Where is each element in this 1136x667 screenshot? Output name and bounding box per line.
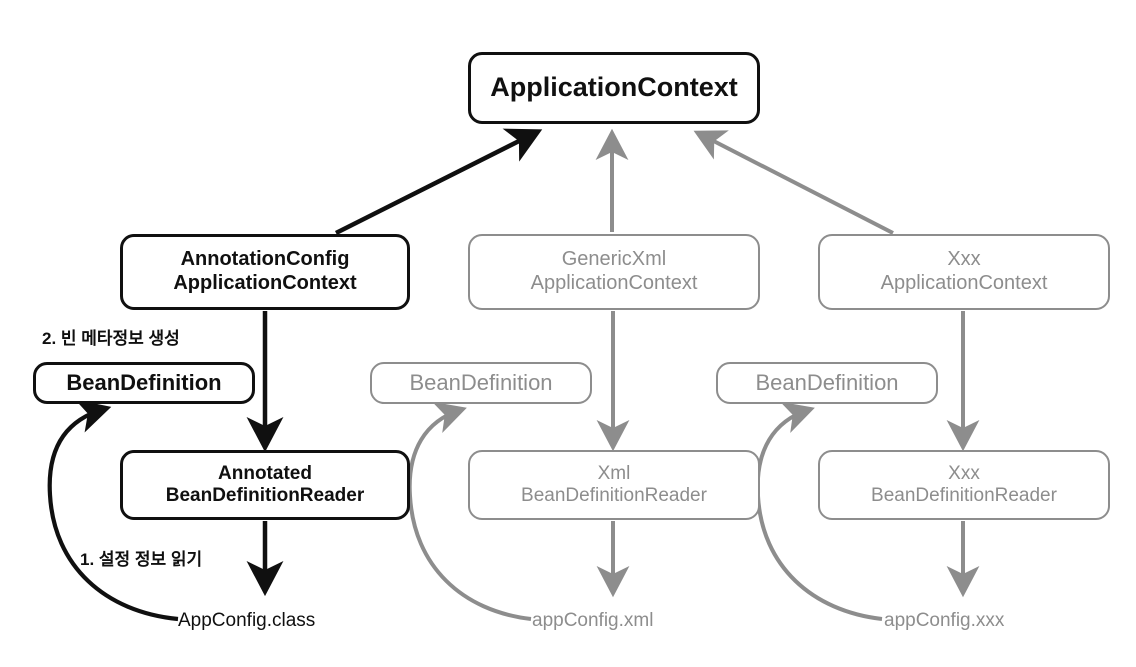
- node-xml-bean-definition-reader-label: Xml BeanDefinitionReader: [521, 462, 707, 506]
- label-step-1-read-configuration: 1. 설정 정보 읽기: [80, 550, 203, 569]
- node-bean-definition-middle-label: BeanDefinition: [409, 370, 553, 396]
- node-application-context[interactable]: ApplicationContext: [468, 52, 760, 124]
- node-xml-bean-definition-reader[interactable]: Xml BeanDefinitionReader: [468, 450, 760, 520]
- node-annotation-config-application-context-label: AnnotationConfig ApplicationContext: [173, 248, 357, 294]
- node-generic-xml-application-context[interactable]: GenericXml ApplicationContext: [468, 234, 760, 310]
- node-generic-xml-application-context-label: GenericXml ApplicationContext: [530, 248, 698, 294]
- node-xxx-application-context[interactable]: Xxx ApplicationContext: [818, 234, 1110, 310]
- node-bean-definition-left-label: BeanDefinition: [66, 370, 222, 396]
- node-application-context-label: ApplicationContext: [490, 72, 738, 103]
- node-bean-definition-right[interactable]: BeanDefinition: [716, 362, 938, 404]
- node-xxx-application-context-label: Xxx ApplicationContext: [880, 248, 1048, 294]
- edge-xxx-context-to-application-context: [693, 130, 894, 235]
- node-annotated-bean-definition-reader[interactable]: Annotated BeanDefinitionReader: [120, 450, 410, 520]
- node-annotated-bean-definition-reader-label: Annotated BeanDefinitionReader: [165, 462, 365, 506]
- label-app-config-xxx: appConfig.xxx: [884, 610, 1005, 631]
- label-step-2-create-bean-metadata: 2. 빈 메타정보 생성: [42, 329, 180, 348]
- node-xxx-bean-definition-reader-label: Xxx BeanDefinitionReader: [871, 462, 1057, 506]
- node-bean-definition-middle[interactable]: BeanDefinition: [370, 362, 592, 404]
- edge-annotation-config-to-application-context: [334, 128, 543, 236]
- node-bean-definition-right-label: BeanDefinition: [755, 370, 899, 396]
- node-annotation-config-application-context[interactable]: AnnotationConfig ApplicationContext: [120, 234, 410, 310]
- label-app-config-class: AppConfig.class: [178, 610, 316, 631]
- node-bean-definition-left[interactable]: BeanDefinition: [33, 362, 255, 404]
- node-xxx-bean-definition-reader[interactable]: Xxx BeanDefinitionReader: [818, 450, 1110, 520]
- label-app-config-xml: appConfig.xml: [532, 610, 654, 631]
